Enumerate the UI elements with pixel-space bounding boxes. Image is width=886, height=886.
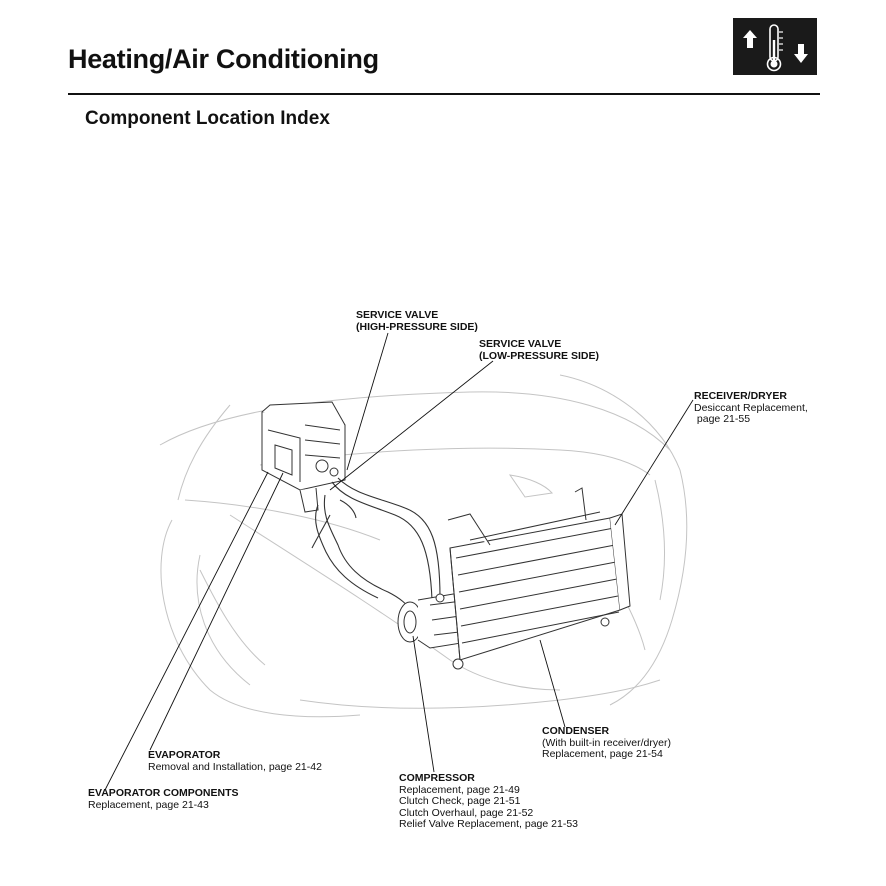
callout-receiver-dryer: RECEIVER/DRYER Desiccant Replacement, pa… bbox=[694, 390, 808, 425]
callout-evaporator: EVAPORATOR Removal and Installation, pag… bbox=[148, 749, 322, 773]
callout-evaporator-components: EVAPORATOR COMPONENTS Replacement, page … bbox=[88, 787, 239, 811]
arrow-down-icon bbox=[794, 44, 808, 63]
callout-service-valve-low: SERVICE VALVE (LOW-PRESSURE SIDE) bbox=[479, 338, 599, 362]
evaporator-unit bbox=[261, 401, 346, 513]
callout-service-valve-high: SERVICE VALVE (HIGH-PRESSURE SIDE) bbox=[356, 309, 478, 333]
callout-condenser: CONDENSER (With built-in receiver/dryer)… bbox=[542, 725, 671, 760]
title-rule bbox=[68, 93, 820, 95]
callout-compressor: COMPRESSOR Replacement, page 21-49 Clutc… bbox=[399, 772, 578, 830]
heating-badge bbox=[733, 18, 817, 75]
leader-lines bbox=[104, 332, 694, 791]
arrow-up-icon bbox=[743, 30, 757, 48]
condenser-unit bbox=[447, 487, 631, 670]
page-title: Heating/Air Conditioning bbox=[68, 44, 379, 74]
thermometer-up-down-icon bbox=[743, 24, 808, 72]
section-subtitle: Component Location Index bbox=[85, 108, 330, 129]
